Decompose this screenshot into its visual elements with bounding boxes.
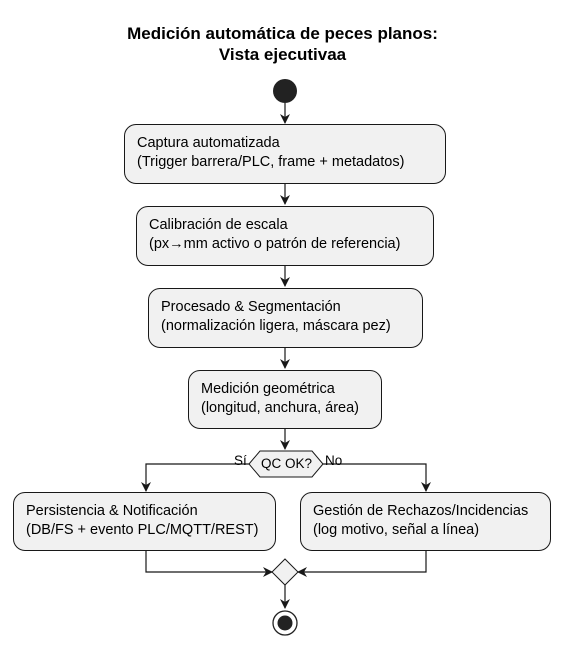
step-processing-title: Procesado & Segmentación: [161, 299, 341, 315]
step-calibration-detail: (px→mm activo o patrón de referencia): [149, 236, 401, 252]
edge-yes-to-merge: [145, 551, 273, 577]
step-measurement-title: Medición geométrica: [201, 381, 335, 397]
start-node: [273, 79, 297, 103]
branch-persistence-detail: (DB/FS + evento PLC/MQTT/REST): [26, 522, 259, 538]
branch-rejections-detail: (log motivo, señal a línea): [313, 522, 480, 538]
step-measurement-detail: (longitud, anchura, área): [201, 400, 359, 416]
branch-rejections-title: Gestión de Rechazos/Incidencias: [313, 503, 529, 519]
diagram-title-line1: Medición automática de peces planos:: [127, 24, 438, 43]
step-processing: Procesado & Segmentación (normalización …: [148, 288, 423, 348]
step-calibration: Calibración de escala (px→mm activo o pa…: [136, 206, 434, 266]
step-calibration-title: Calibración de escala: [149, 217, 288, 233]
branch-persistence-title: Persistencia & Notificación: [26, 503, 198, 519]
merge-node: [271, 558, 299, 586]
edge-decision-yes: [141, 463, 249, 492]
decision-yes-label: Sí: [234, 453, 247, 468]
step-measurement: Medición geométrica (longitud, anchura, …: [188, 370, 382, 429]
decision-label: QC OK?: [261, 456, 313, 471]
diagram-title-line2: Vista ejecutivaa: [218, 45, 347, 64]
decision-no-label: No: [325, 453, 343, 468]
edge-decision-no: [323, 463, 431, 492]
branch-persistence: Persistencia & Notificación (DB/FS + eve…: [13, 492, 276, 551]
step-capture-title: Captura automatizada: [137, 135, 280, 151]
step-capture-detail: (Trigger barrera/PLC, frame + metadatos): [137, 154, 405, 170]
branch-rejections: Gestión de Rechazos/Incidencias (log mot…: [300, 492, 551, 551]
step-capture: Captura automatizada (Trigger barrera/PL…: [124, 124, 446, 184]
edge-no-to-merge: [297, 551, 427, 577]
step-processing-detail: (normalización ligera, máscara pez): [161, 318, 391, 334]
end-node-inner: [277, 615, 293, 631]
